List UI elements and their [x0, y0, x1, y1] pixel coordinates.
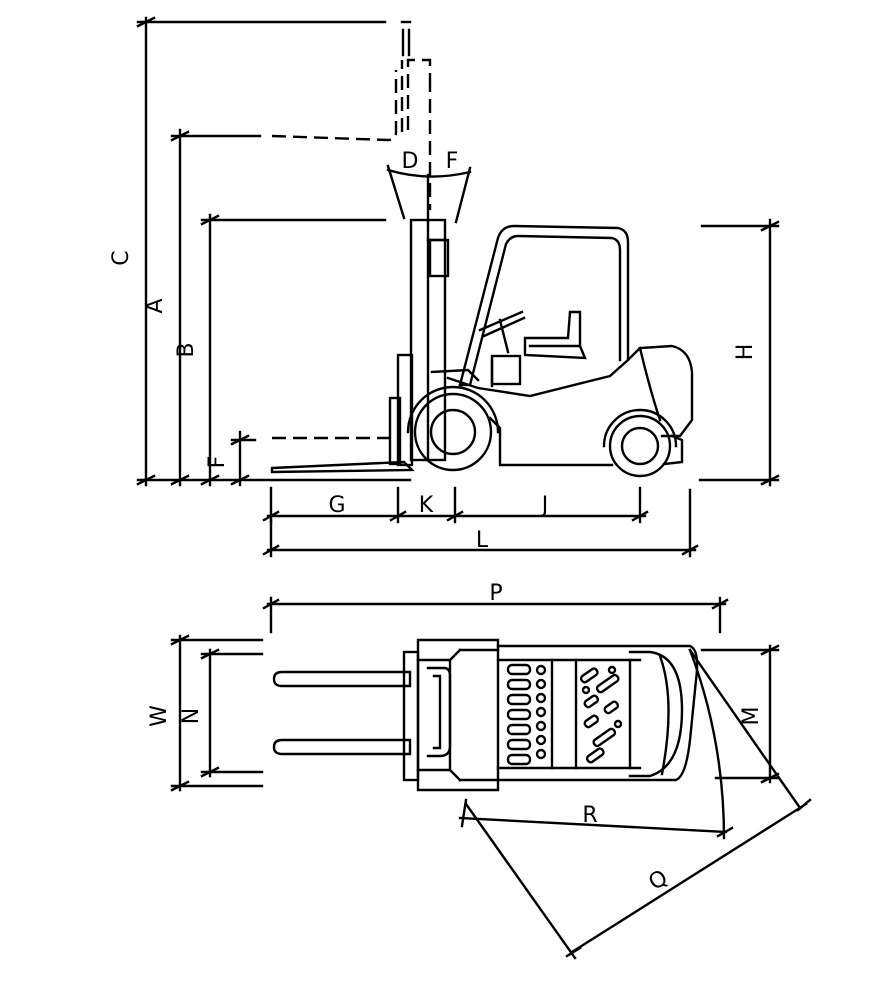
dimension-w	[170, 634, 264, 792]
label-f-free-lift: F	[205, 456, 230, 469]
label-w: W	[147, 705, 172, 727]
dimension-l	[262, 488, 699, 558]
operator-seat	[523, 310, 587, 360]
front-wheel	[406, 385, 500, 472]
body-top	[496, 644, 699, 782]
raised-forks-dashed	[271, 20, 432, 210]
label-f-tilt: F	[446, 149, 459, 174]
label-a: A	[143, 298, 168, 313]
top-view	[170, 596, 812, 960]
label-k: K	[419, 493, 434, 518]
steering-wheel	[478, 310, 526, 354]
label-h: H	[733, 344, 758, 361]
forks-lowered	[270, 460, 415, 474]
label-d: D	[402, 149, 419, 174]
rear-wheel	[602, 408, 678, 478]
carriage-top	[402, 638, 500, 792]
tilt-angle-arcs	[386, 164, 472, 224]
label-n: N	[179, 708, 204, 724]
dimension-c	[136, 16, 387, 487]
label-l: L	[476, 528, 489, 553]
dimension-b	[200, 213, 387, 487]
labels: C A B F D F H G K J L P W N M R Q	[109, 149, 764, 896]
dimension-n	[200, 648, 264, 778]
vent-slots	[506, 663, 623, 766]
label-r: R	[582, 803, 597, 828]
label-j: J	[540, 493, 549, 518]
dimension-p	[262, 596, 729, 634]
dimension-gkj	[262, 486, 649, 524]
label-p: P	[489, 581, 502, 606]
forks-top	[272, 670, 412, 756]
dimension-a	[170, 128, 262, 487]
label-m: M	[739, 707, 764, 726]
side-view	[136, 16, 780, 558]
fork-carriage	[388, 353, 414, 467]
truck-body	[430, 344, 694, 467]
label-g: G	[328, 493, 345, 518]
dimension-h	[700, 218, 780, 487]
turning-radius	[458, 648, 812, 960]
overhead-guard	[458, 224, 630, 387]
label-b: B	[174, 342, 199, 357]
label-c: C	[109, 250, 134, 265]
dimension-m	[700, 644, 780, 784]
dimension-f-free-lift	[230, 430, 257, 487]
